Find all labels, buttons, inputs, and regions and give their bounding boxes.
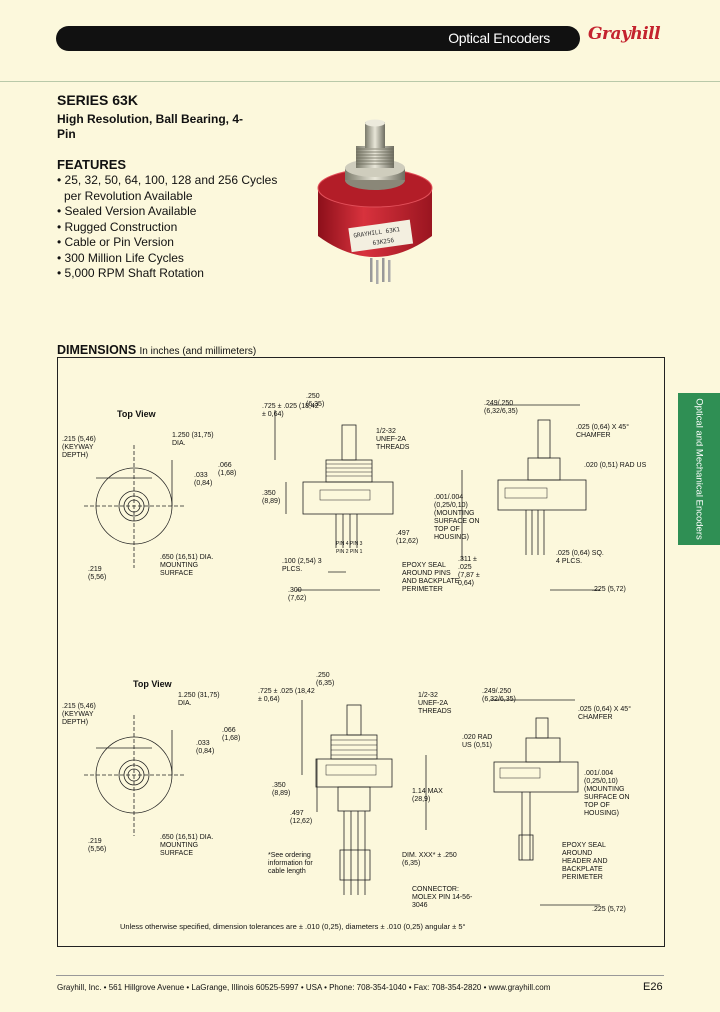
upper-d225: .225 (5,72) xyxy=(592,586,626,593)
upper-keyway: .215 (5,46) (KEYWAY DEPTH) xyxy=(62,436,96,459)
lower-dim: DIM. XXX* ± .250 (6,35) xyxy=(402,852,457,867)
lower-shaft-len: .725 ± .025 (18,42 ± 0,64) xyxy=(258,688,315,703)
lower-chamfer: .025 (0,64) X 45° CHAMFER xyxy=(578,706,631,721)
series-title: SERIES 63K xyxy=(57,92,138,108)
lower-d250: .250 (6,35) xyxy=(316,672,335,687)
upper-chamfer: .025 (0,64) X 45° CHAMFER xyxy=(576,424,629,439)
series-subtitle: High Resolution, Ball Bearing, 4-Pin xyxy=(57,112,244,141)
dimensions-frame xyxy=(57,357,665,947)
upper-d249: .249/.250 (6,32/6,35) xyxy=(484,400,518,415)
lower-d066: .066 (1,68) xyxy=(222,727,241,742)
features-list: • 25, 32, 50, 64, 100, 128 and 256 Cycle… xyxy=(57,173,287,282)
upper-d001: .001/.004 (0,25/0,10) (MOUNTING SURFACE … xyxy=(434,494,480,541)
upper-d350: .350 (8,89) xyxy=(262,490,281,505)
upper-pins: PIN 4 PIN 3 PIN 2 PIN 1 xyxy=(336,541,363,555)
feature-item: • 5,000 RPM Shaft Rotation xyxy=(57,266,204,280)
lower-max: 1.14 MAX (28,9) xyxy=(412,788,443,803)
footer-contact: Grayhill, Inc. • 561 Hillgrove Avenue • … xyxy=(57,983,551,992)
upper-shaft-len: .725 ± .025 (18,42 ± 0,64) xyxy=(262,403,319,418)
upper-d033: .033 (0,84) xyxy=(194,472,213,487)
header-title: Optical Encoders xyxy=(448,30,550,46)
lower-d350: .350 (8,89) xyxy=(272,782,291,797)
upper-epoxy: EPOXY SEAL AROUND PINS AND BACKPLATE PER… xyxy=(402,562,460,593)
lower-keyway: .215 (5,46) (KEYWAY DEPTH) xyxy=(62,703,96,726)
feature-item: • 300 Million Life Cycles xyxy=(57,250,184,265)
lower-d497: .497 (12,62) xyxy=(290,810,313,825)
feature-item: • Sealed Version Available xyxy=(57,204,197,218)
upper-sq: .025 (0,64) SQ. 4 PLCS. xyxy=(556,550,604,565)
upper-d219: .219 (5,56) xyxy=(88,566,107,581)
grayhill-logo: Grayhill xyxy=(588,24,661,44)
upper-thread: 1/2-32 UNEF-2A THREADS xyxy=(376,428,410,451)
lower-epoxy: EPOXY SEAL AROUND HEADER AND BACKPLATE P… xyxy=(562,842,608,881)
lower-d249: .249/.250 (6,32/6,35) xyxy=(482,688,516,703)
upper-d311: .311 ± .025 (7,87 ± 0,64) xyxy=(458,556,480,587)
upper-dia: 1.250 (31,75) DIA. xyxy=(172,432,214,447)
upper-d300: .300 (7,62) xyxy=(288,587,307,602)
lower-top-view-label: Top View xyxy=(133,679,172,689)
top-divider xyxy=(0,81,720,82)
lower-d033: .033 (0,84) xyxy=(196,740,215,755)
lower-d219: .219 (5,56) xyxy=(88,838,107,853)
feature-item: • Rugged Construction xyxy=(57,219,178,234)
lower-thread: 1/2-32 UNEF-2A THREADS xyxy=(418,692,452,715)
lower-rad: .020 RAD US (0,51) xyxy=(462,734,493,749)
page-number: E26 xyxy=(643,981,663,993)
upper-mount: .650 (16,51) DIA. MOUNTING SURFACE xyxy=(160,554,214,577)
upper-d250: .250 (6,35) xyxy=(306,393,325,408)
tolerance-footnote: Unless otherwise specified, dimension to… xyxy=(120,922,466,931)
features-heading: FEATURES xyxy=(57,157,127,172)
feature-item: • Cable or Pin Version xyxy=(57,235,174,249)
lower-conn: CONNECTOR: MOLEX PIN 14-56-3046 xyxy=(412,886,473,909)
section-tab xyxy=(678,393,720,545)
dimensions-heading: DIMENSIONS In inches (and millimeters) xyxy=(57,343,256,357)
dimensions-title: DIMENSIONS xyxy=(57,343,137,357)
photo-label-2: 63K256 xyxy=(372,237,395,247)
upper-d100: .100 (2,54) 3 PLCS. xyxy=(282,558,322,573)
footer-divider xyxy=(56,975,664,976)
upper-d066: .066 (1,68) xyxy=(218,462,237,477)
dimensions-units: In inches (and millimeters) xyxy=(139,346,257,357)
upper-d497: .497 (12,62) xyxy=(396,530,419,545)
lower-mount: .650 (16,51) DIA. MOUNTING SURFACE xyxy=(160,834,214,857)
lower-note: *See ordering information for cable leng… xyxy=(268,852,313,875)
feature-item: • 25, 32, 50, 64, 100, 128 and 256 Cycle… xyxy=(57,173,278,203)
upper-top-view-label: Top View xyxy=(117,409,156,419)
header-bar: Optical Encoders xyxy=(56,26,580,51)
lower-dia: 1.250 (31,75) DIA. xyxy=(178,692,220,707)
encoder-photo: GRAYHILL 63K1 63K256 xyxy=(317,119,433,284)
lower-d225: .225 (5,72) xyxy=(592,906,626,913)
upper-rad: .020 (0,51) RAD US xyxy=(584,462,647,469)
lower-d001: .001/.004 (0,25/0,10) (MOUNTING SURFACE … xyxy=(584,770,630,817)
